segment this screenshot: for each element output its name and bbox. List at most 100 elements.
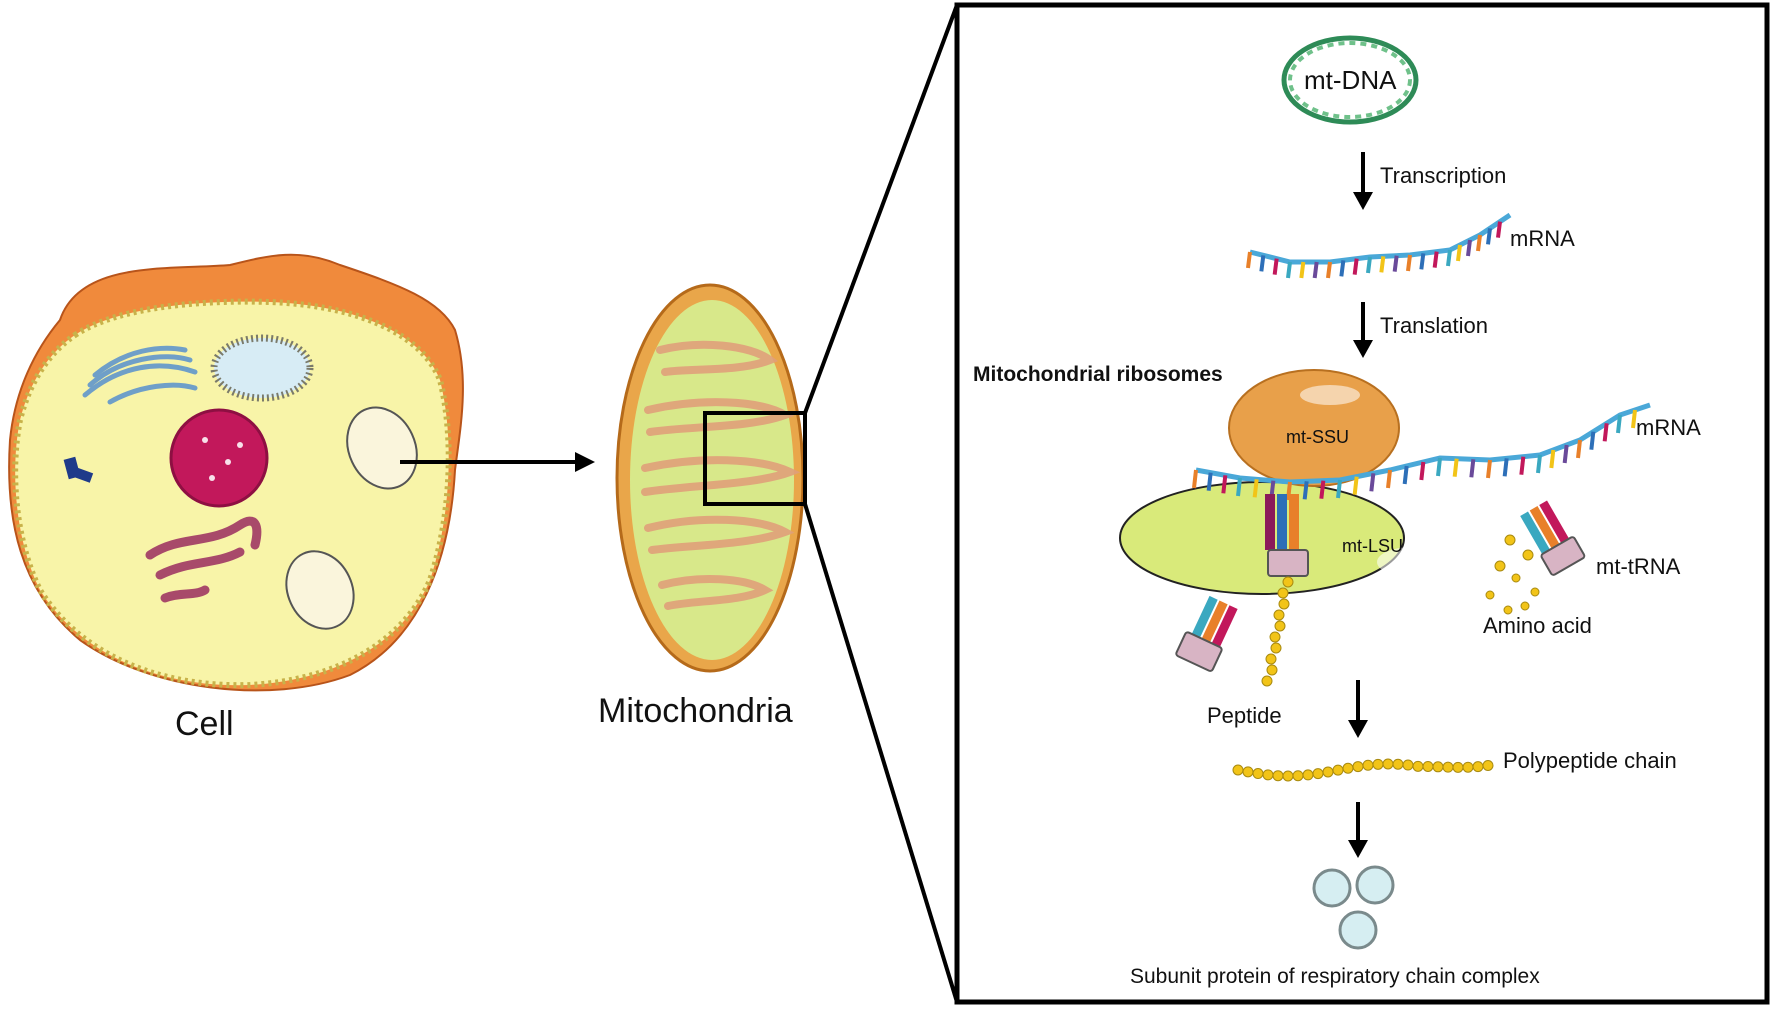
amino-acid-bead: [1274, 620, 1286, 632]
nucleotide-base: [1432, 251, 1439, 268]
amino-acid-bead: [1322, 766, 1334, 778]
amino-acid-bead: [1482, 759, 1494, 771]
nucleotide-base: [1369, 473, 1376, 492]
amino-acid-bead: [1278, 598, 1290, 610]
centriole: [63, 456, 94, 483]
nucleotide-base: [1379, 256, 1386, 273]
nucleotide-base: [1386, 469, 1392, 489]
amino-acid-bead: [1261, 675, 1273, 687]
amino-acid-bead: [1273, 609, 1285, 621]
peptide-label: Peptide: [1207, 703, 1282, 728]
nucleotide-base: [1352, 476, 1359, 495]
nucleotide-base: [1366, 256, 1372, 274]
amino-acid-bead: [1412, 760, 1424, 772]
nucleotide-base: [1236, 477, 1242, 497]
nucleotide-base: [1312, 261, 1319, 279]
nucleolus: [225, 459, 231, 465]
nucleotide-base: [1469, 459, 1476, 478]
nucleotide-base: [1246, 251, 1252, 269]
nucleotide-base: [1519, 456, 1526, 475]
cell-label: Cell: [175, 705, 234, 743]
amino-acid-bead: [1472, 761, 1484, 773]
nucleotide-base: [1631, 409, 1637, 429]
amino-acid-bead: [1262, 769, 1274, 781]
nucleotide-base: [1549, 449, 1556, 469]
amino-acid-label: Amino acid: [1483, 613, 1592, 638]
nucleotide-base: [1602, 423, 1609, 442]
nucleotide-base: [1302, 481, 1309, 500]
nucleolus: [209, 475, 215, 481]
trna-bound: [1265, 494, 1309, 577]
amino-acid-bead: [1270, 642, 1282, 654]
amino-acid-bead: [1432, 761, 1444, 773]
nucleotide-base: [1392, 255, 1399, 272]
protein-subunit: [1338, 910, 1378, 950]
amino-acid-bead: [1277, 587, 1289, 599]
nucleotide-base: [1352, 258, 1359, 275]
amino-acid-bead: [1252, 768, 1264, 780]
nucleotide-base: [1286, 481, 1292, 501]
amino-acid-bead: [1362, 759, 1374, 771]
zoom-line-top: [803, 4, 959, 414]
nucleotide-base: [1206, 472, 1213, 491]
nucleotide-base: [1496, 221, 1502, 238]
amino-acid-bead: [1282, 770, 1294, 782]
nucleotide-base: [1456, 244, 1462, 262]
amino-acid-bead: [1272, 770, 1284, 782]
ribosome: [1119, 369, 1447, 595]
amino-acid-bead: [1372, 758, 1384, 770]
lsu-highlight: [1377, 547, 1447, 577]
polypeptide-chain-label: Polypeptide chain: [1503, 748, 1677, 773]
nucleotide-base: [1336, 479, 1342, 499]
cell-mitochondrion: [285, 550, 355, 630]
nucleotide-base: [1259, 255, 1266, 272]
zoom-box: [703, 411, 807, 506]
cell-illustration: [8, 253, 464, 692]
arrow-head: [575, 452, 595, 472]
amino-acid-bead: [1352, 761, 1364, 773]
amino-acid-bead: [1312, 768, 1324, 780]
nucleolus: [237, 442, 243, 448]
arrow-assembly: [1348, 802, 1368, 858]
amino-acid-bead: [1462, 761, 1474, 773]
amino-acid-bead: [1422, 760, 1434, 772]
amino-acid-bead: [1402, 759, 1414, 771]
ssu-highlight: [1300, 385, 1360, 405]
mrna-label-top: mRNA: [1510, 226, 1575, 251]
mitochondria-label: Mitochondria: [598, 692, 793, 730]
mrna-backbone: [1249, 212, 1512, 265]
amino-acids: [1485, 534, 1540, 615]
endoplasmic-reticulum: [145, 516, 262, 603]
mrna-label-ribosome: mRNA: [1636, 415, 1701, 440]
mtdna-label: mt-DNA: [1304, 65, 1397, 95]
amino-acid-bead: [1242, 766, 1254, 778]
mrna-strand-top: [1246, 212, 1512, 279]
ribosomes-title: Mitochondrial ribosomes: [973, 363, 1223, 386]
polypeptide-chain: [1232, 758, 1494, 782]
mt-lsu-label: mt-LSU: [1342, 536, 1403, 556]
nucleotide-base: [1486, 459, 1492, 479]
zoom-line-bottom: [803, 503, 959, 1003]
nucleotide-base: [1476, 234, 1482, 252]
nucleotide-base: [1319, 480, 1326, 499]
nucleotide-base: [1339, 260, 1346, 277]
amino-acid-bead: [1392, 758, 1404, 770]
nucleotide-base: [1536, 454, 1542, 474]
peptide-chain-bound: [1261, 576, 1294, 687]
mt-trna-label: mt-tRNA: [1596, 554, 1681, 579]
nucleolus: [202, 437, 208, 443]
nucleotide-base: [1272, 258, 1279, 275]
amino-acid-bead: [1265, 653, 1277, 665]
nucleotide-base: [1406, 254, 1412, 272]
nucleotide-base: [1616, 414, 1622, 434]
mrna-strand-ribosome: [1192, 402, 1651, 501]
nucleotide-base: [1221, 475, 1228, 494]
nucleotide-base: [1502, 458, 1509, 477]
golgi-apparatus: [82, 345, 198, 405]
amino-acid-bead: [1332, 764, 1344, 776]
amino-acid-bead: [1442, 761, 1454, 773]
amino-acid-bead: [1342, 762, 1354, 774]
nucleotide-base: [1286, 261, 1292, 279]
amino-acid-bead: [1302, 769, 1314, 781]
